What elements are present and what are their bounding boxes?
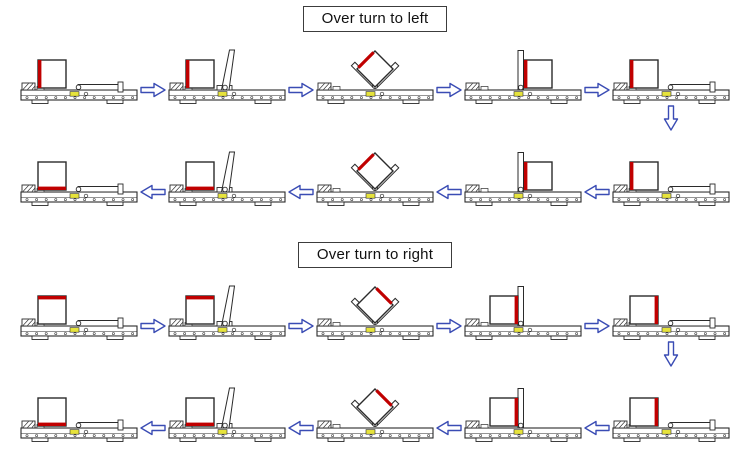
flow-arrow-left-icon <box>140 146 166 208</box>
section-overturn-left: Over turn to left <box>0 6 750 208</box>
machine-stage <box>166 146 288 208</box>
section-overturn-right: Over turn to right <box>0 242 750 444</box>
flow-arrow-left-icon <box>584 382 610 444</box>
flow-arrow-down-icon <box>663 104 679 136</box>
machine-stage <box>610 382 732 444</box>
machine-stage <box>166 280 288 342</box>
machine-stage <box>610 146 732 208</box>
machine-stage <box>314 382 436 444</box>
machine-stage <box>166 44 288 106</box>
stage-row-0-1 <box>0 146 750 208</box>
row-connector <box>0 104 750 136</box>
machine-stage <box>462 44 584 106</box>
flow-arrow-right-icon <box>140 44 166 106</box>
stage-row-1-1 <box>0 382 750 444</box>
machine-stage <box>166 382 288 444</box>
flow-arrow-left-icon <box>288 146 314 208</box>
flow-arrow-right-icon <box>436 280 462 342</box>
stage-row-0-0 <box>0 44 750 106</box>
row-connector <box>0 340 750 372</box>
flow-arrow-left-icon <box>288 382 314 444</box>
machine-stage <box>18 382 140 444</box>
machine-stage <box>610 280 732 342</box>
machine-stage <box>314 44 436 106</box>
flow-arrow-left-icon <box>436 382 462 444</box>
flow-arrow-right-icon <box>140 280 166 342</box>
flow-arrow-right-icon <box>288 44 314 106</box>
section-title: Over turn to right <box>297 242 453 268</box>
section-title: Over turn to left <box>302 6 448 32</box>
stage-row-1-0 <box>0 280 750 342</box>
machine-stage <box>314 280 436 342</box>
flow-arrow-right-icon <box>584 44 610 106</box>
flow-arrow-left-icon <box>140 382 166 444</box>
section-title-row: Over turn to right <box>0 242 750 268</box>
flow-arrow-down-icon <box>663 340 679 372</box>
flow-arrow-left-icon <box>584 146 610 208</box>
machine-stage <box>18 44 140 106</box>
flow-arrow-right-icon <box>436 44 462 106</box>
machine-stage <box>462 146 584 208</box>
machine-stage <box>18 146 140 208</box>
machine-stage <box>462 280 584 342</box>
machine-stage <box>314 146 436 208</box>
section-title-row: Over turn to left <box>0 6 750 32</box>
machine-stage <box>18 280 140 342</box>
flow-arrow-right-icon <box>584 280 610 342</box>
machine-stage <box>610 44 732 106</box>
flow-arrow-right-icon <box>288 280 314 342</box>
machine-stage <box>462 382 584 444</box>
flow-arrow-left-icon <box>436 146 462 208</box>
